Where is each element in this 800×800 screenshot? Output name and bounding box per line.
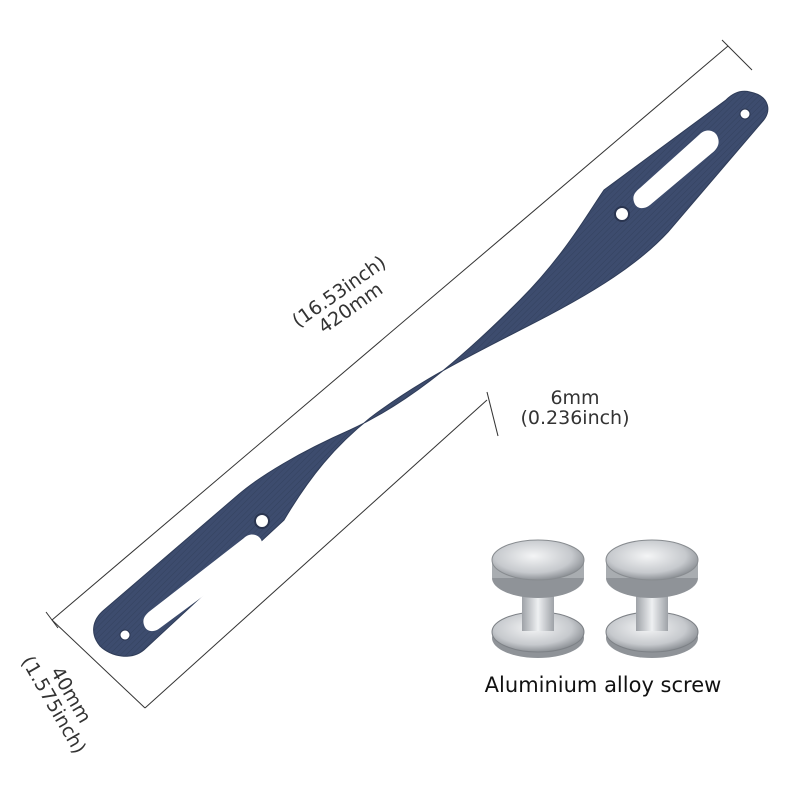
width-dimension-line [51,619,146,709]
rivet-hole-bottom [254,513,270,529]
thickness-mm-text: 6mm [550,387,600,409]
rivet-hole-top [614,206,630,222]
end-hole-top [739,108,751,120]
thickness-inch-text: (0.236inch) [520,407,630,429]
end-hole-bottom [119,629,131,641]
strap [93,90,769,657]
upper-slot [633,130,719,209]
screw-left [491,539,585,658]
thickness-dimension-line [144,391,499,709]
lower-slot [143,534,263,632]
screw-caption: Aluminium alloy screw [484,673,722,697]
thickness-label: 6mm (0.236inch) [520,388,629,428]
screw-right [605,539,699,658]
